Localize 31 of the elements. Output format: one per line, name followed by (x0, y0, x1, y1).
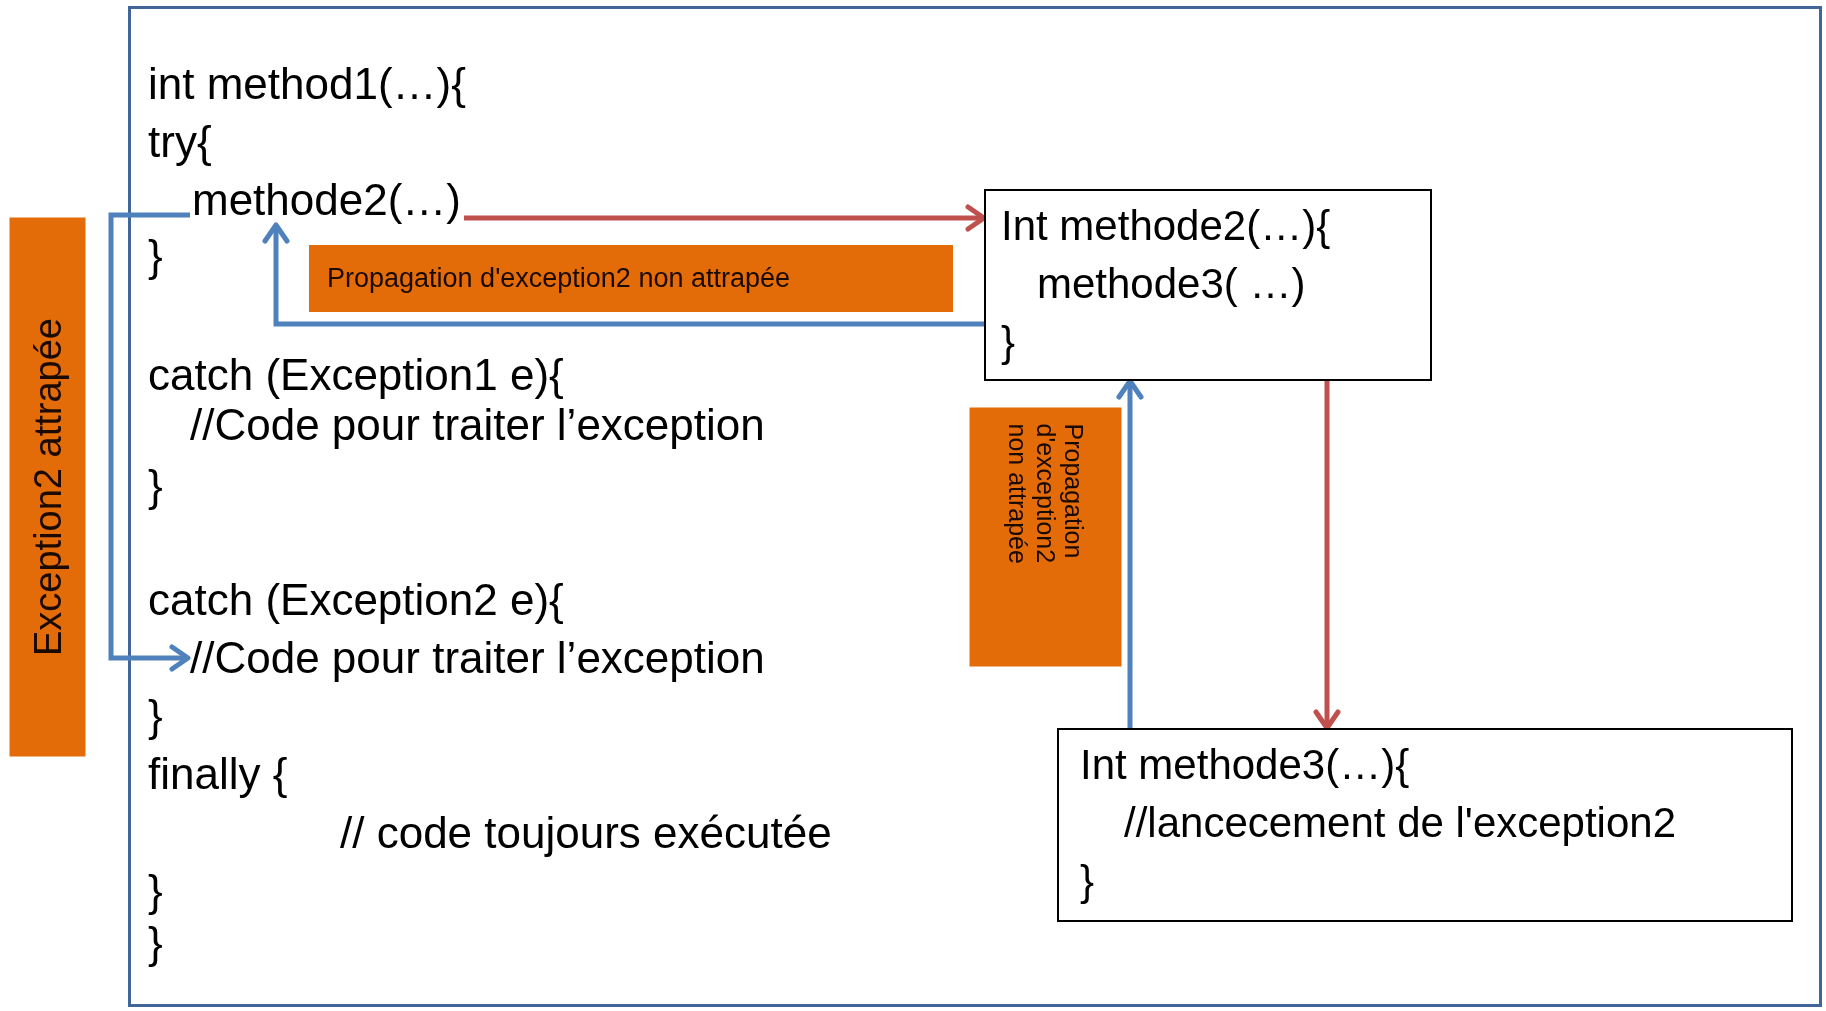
code-line: methode3( …) (1036, 259, 1307, 309)
code-line: try{ (148, 117, 212, 167)
code-line: int method1(…){ (148, 59, 466, 109)
code-box (984, 189, 1432, 381)
code-line: } (1080, 856, 1096, 906)
code-line: finally { (148, 749, 288, 799)
code-box (1057, 728, 1793, 922)
code-line: //lancecement de l'exception2 (1123, 798, 1678, 848)
edge-label: Exception2 attrapée (9, 217, 85, 757)
code-line: Int methode2(…){ (1001, 201, 1332, 251)
code-line: } (148, 461, 163, 511)
code-line: catch (Exception1 e){ (148, 350, 564, 400)
code-line: //Code pour traiter l’exception (190, 400, 765, 450)
code-line: } (148, 691, 163, 741)
code-line: } (148, 918, 163, 968)
code-line: catch (Exception2 e){ (148, 575, 564, 625)
code-line: Int methode3(…){ (1080, 740, 1411, 790)
arrow (1313, 381, 1341, 731)
code-line: methode2(…) (192, 175, 464, 225)
code-line: //Code pour traiter l’exception (190, 633, 810, 683)
code-line: } (1001, 317, 1017, 367)
code-line: // code toujours exécutée (340, 808, 832, 858)
edge-label: Propagation d'exception2 non attrapée (969, 407, 1121, 667)
code-line: } (148, 231, 163, 281)
frame-box (128, 6, 1822, 1007)
arrow (1116, 378, 1144, 728)
code-line: } (148, 866, 163, 916)
arrow (262, 222, 984, 327)
arrow (464, 204, 987, 232)
arrow (108, 212, 191, 672)
edge-label: Propagation d'exception2 non attrapée (309, 244, 953, 312)
